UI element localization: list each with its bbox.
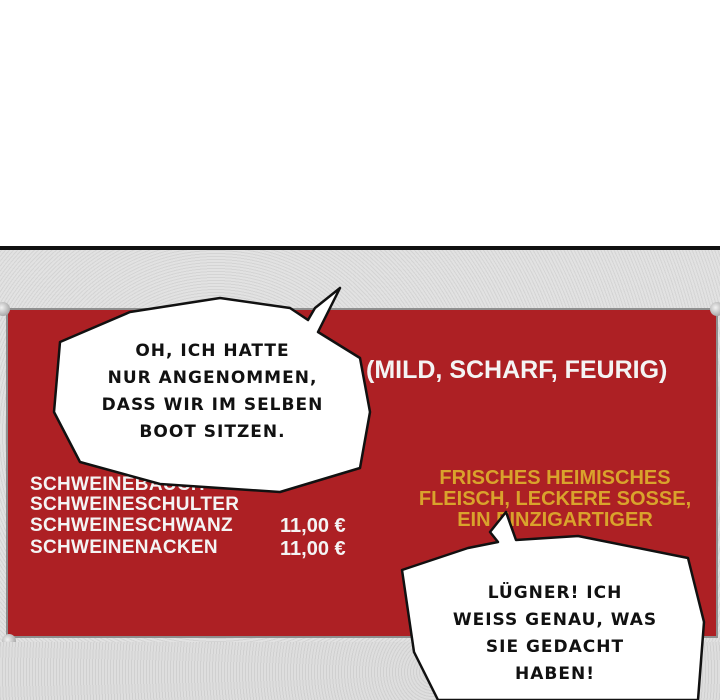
speech-line: SIE GEDACHT	[485, 637, 625, 657]
speech-text: OH, ICH HATTE NUR ANGENOMMEN, DASS WIR I…	[70, 338, 355, 446]
speech-line: BOOT SITZEN.	[139, 422, 286, 442]
sauce-options: (MILD, SCHARF, FEURIG)	[366, 356, 668, 384]
promo-line: FRISCHES HEIMISCHES	[439, 467, 671, 489]
menu-item: SCHWEINENACKEN	[30, 537, 218, 558]
speech-line: OH, ICH HATTE	[135, 341, 290, 361]
menu-item: SCHWEINESCHULTER	[30, 494, 240, 515]
speech-line: DASS WIR IM SELBEN	[101, 395, 324, 415]
speech-line: HABEN!	[515, 664, 595, 684]
speech-bubble	[52, 286, 372, 494]
promo-line: FLEISCH, LECKERE SOSSE,	[418, 488, 692, 510]
menu-price: 11,00 €	[280, 515, 346, 537]
menu-item: SCHWEINESCHWANZ	[30, 515, 233, 536]
speech-bubble	[400, 510, 706, 700]
bolt-icon	[710, 302, 720, 316]
speech-line: NUR ANGENOMMEN,	[107, 368, 318, 388]
speech-line: WEISS GENAU, WAS	[452, 610, 658, 630]
menu-price: 11,00 €	[280, 538, 346, 560]
speech-line: LÜGNER! ICH	[487, 583, 623, 603]
bolt-icon	[0, 302, 10, 316]
speech-text: LÜGNER! ICH WEISS GENAU, WAS SIE GEDACHT…	[440, 580, 670, 688]
